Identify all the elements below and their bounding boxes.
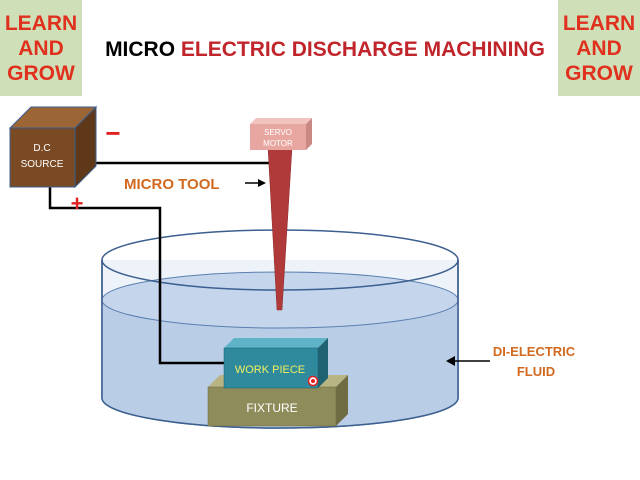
badge-right-line3: GROW [565, 61, 633, 85]
servo-motor-front [250, 124, 306, 150]
diagram-title: MICRO ELECTRIC DISCHARGE MACHINING [100, 38, 550, 62]
work-piece-label: WORK PIECE [235, 364, 305, 376]
fluid-arrow [446, 356, 490, 366]
learn-and-grow-badge-left: LEARN AND GROW [0, 0, 82, 96]
badge-left-line1: LEARN [4, 11, 78, 35]
fluid-label-line1: DI-ELECTRIC [493, 344, 576, 359]
circuit-wires [48, 161, 272, 365]
micro-tool-arrow [245, 179, 266, 187]
dc-source-label-line2: SOURCE [21, 159, 64, 170]
tank-bottom-edge [101, 397, 459, 429]
title-part2: ELECTRIC DISCHARGE MACHINING [180, 38, 545, 61]
badge-left-line2: AND [18, 36, 64, 60]
badge-right-line2: AND [576, 36, 622, 60]
fixture-label: FIXTURE [246, 401, 297, 415]
work-piece-front [223, 347, 319, 389]
servo-motor-top [250, 118, 312, 124]
servo-motor-box: SERVO MOTOR [250, 118, 312, 150]
work-piece-top [224, 338, 328, 348]
dc-source-front [9, 127, 76, 188]
positive-sign: + [71, 191, 84, 216]
badge-right-line1: LEARN [562, 11, 636, 35]
dc-source-box: D.C SOURCE [8, 105, 98, 189]
fluid-label-line2: FLUID [517, 364, 555, 379]
learn-and-grow-badge-right: LEARN AND GROW [558, 0, 640, 96]
spark-point [307, 375, 319, 387]
work-piece-side [318, 338, 328, 388]
positive-wire [48, 186, 225, 365]
micro-tool-label: MICRO TOOL [124, 176, 220, 193]
work-piece-block: WORK PIECE [223, 338, 328, 389]
servo-motor-label-line2: MOTOR [263, 139, 293, 148]
title-part1: MICRO [105, 38, 176, 61]
servo-motor-label-line1: SERVO [264, 128, 292, 137]
fixture-side [336, 375, 348, 426]
servo-motor-side [306, 118, 312, 150]
badge-left-line3: GROW [7, 61, 75, 85]
fixture-front [207, 386, 337, 427]
dc-source-label-line1: D.C [33, 143, 50, 154]
negative-sign: − [105, 118, 120, 148]
